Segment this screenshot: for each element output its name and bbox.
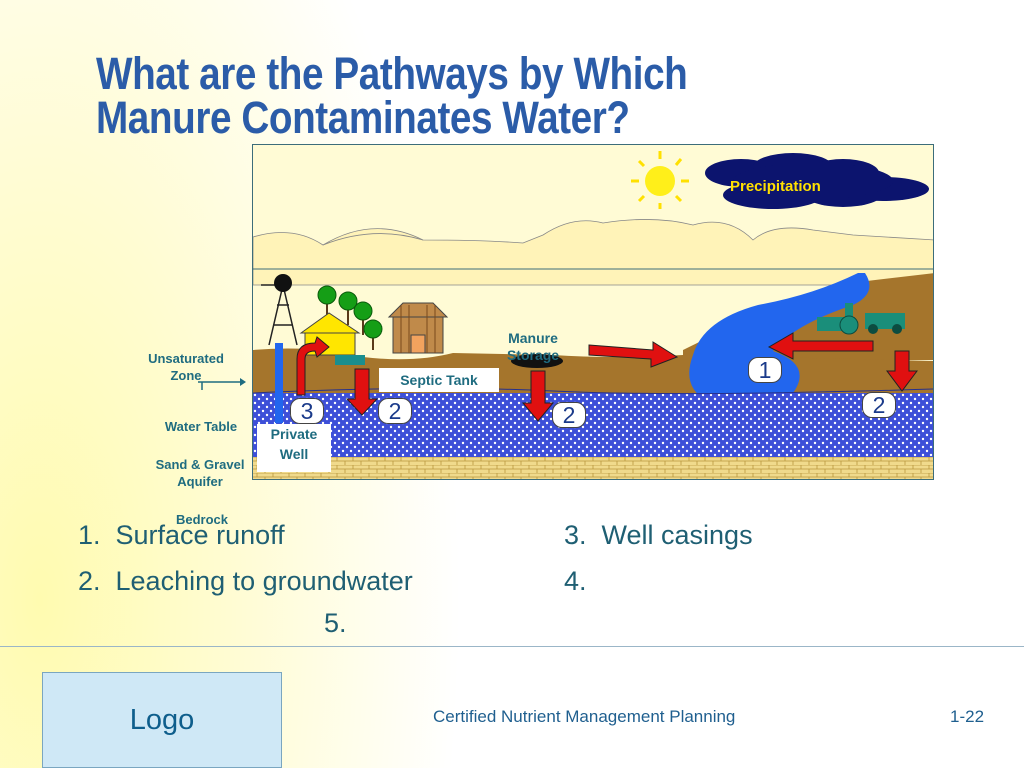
manure-storage-icon (511, 354, 563, 368)
private-well-label: Private Well (257, 424, 331, 472)
diagram-illustration (253, 145, 933, 479)
pathways-diagram (252, 144, 934, 480)
bedrock (253, 457, 933, 479)
aquifer-label: Sand & Gravel Aquifer (155, 457, 245, 489)
precipitation-label: Precipitation (730, 178, 821, 195)
bedrock-label: Bedrock (175, 512, 229, 527)
septic-tank-icon (335, 355, 365, 365)
trees-icon (317, 285, 383, 350)
list-item-well-casings: 3. Well casings (564, 520, 753, 550)
water-table-label: Water Table (164, 419, 238, 434)
rain-cloud-icon (705, 153, 929, 209)
septic-tank-label: Septic Tank (379, 368, 499, 392)
badge-surface-runoff: 1 (748, 357, 782, 383)
title-line-1: What are the Pathways by Which (96, 48, 688, 99)
house-icon (299, 312, 361, 356)
barn-icon (387, 302, 449, 354)
slide-number: 1-22 (950, 707, 985, 726)
manure-storage-label: Manure Storage (506, 330, 560, 363)
tractor-icon (817, 303, 905, 335)
list-item-5: 5. (324, 608, 347, 638)
badge-leaching-mid: 2 (552, 402, 586, 428)
logo-placeholder: Logo (42, 672, 282, 768)
arrow-right-icon (198, 378, 246, 390)
title-line-2: Manure Contaminates Water? (96, 92, 630, 143)
well-casing (275, 343, 283, 423)
badge-leaching-left: 2 (378, 398, 412, 424)
unsaturated-zone-label: Unsaturated Zone (148, 351, 224, 383)
list-item-4: 4. (564, 566, 587, 596)
list-item-leaching: 2. Leaching to groundwater (78, 566, 413, 596)
slide-title: What are the Pathways by Which Manure Co… (96, 48, 801, 143)
list-item-surface-runoff: 1. Surface runoff (78, 520, 285, 550)
red-arrows (296, 332, 918, 422)
badge-well-casings: 3 (290, 398, 324, 424)
sun-icon (631, 151, 689, 209)
footer-course-title: Certified Nutrient Management Planning (433, 707, 736, 726)
logo-text: Logo (129, 703, 195, 736)
badge-leaching-right: 2 (862, 392, 896, 418)
footer-divider (0, 646, 1024, 647)
